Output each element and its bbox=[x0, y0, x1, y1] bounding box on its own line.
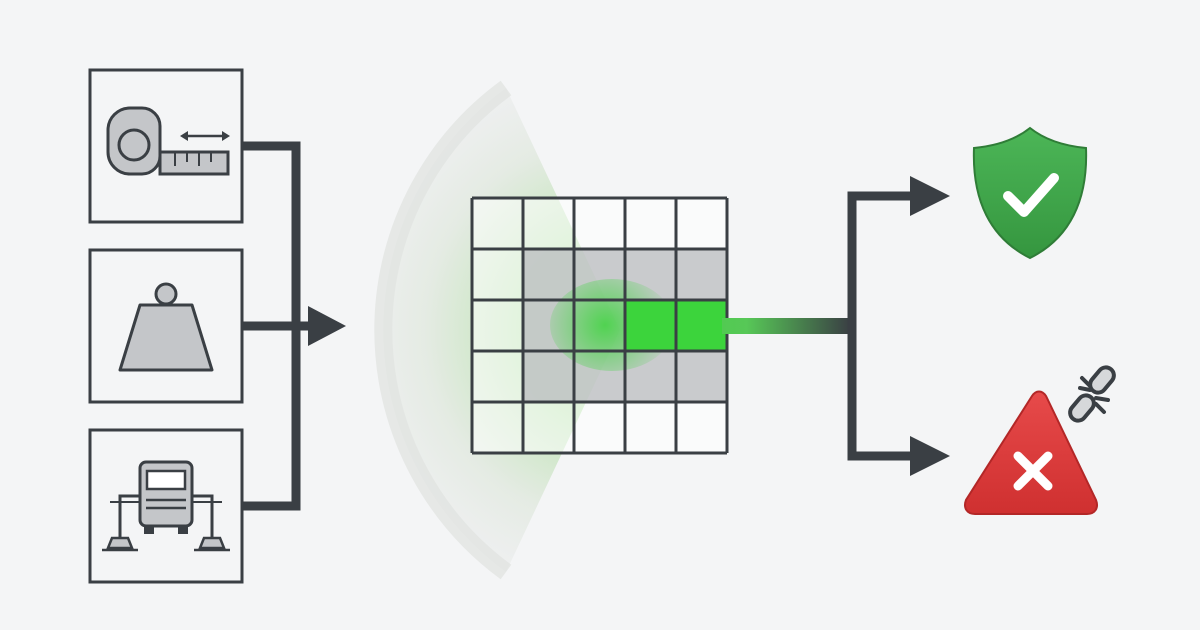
broken-chain-icon bbox=[1068, 365, 1116, 423]
input-box-truck bbox=[88, 428, 244, 584]
sensor-fan-rim bbox=[374, 80, 512, 580]
output-arrowhead-bottom bbox=[910, 436, 950, 476]
grid-cell bbox=[472, 300, 523, 351]
input-arrowhead bbox=[308, 306, 346, 346]
grid-cell bbox=[625, 402, 676, 453]
grid-lines bbox=[470, 196, 729, 455]
grid-cell bbox=[625, 198, 676, 249]
tape-measure-icon bbox=[106, 106, 230, 176]
grid-cell bbox=[523, 402, 574, 453]
grid-cell bbox=[523, 351, 574, 402]
input-connectors bbox=[242, 141, 310, 511]
grid-cell bbox=[676, 249, 727, 300]
input-box-measure bbox=[88, 68, 244, 224]
grid-cell bbox=[676, 198, 727, 249]
grid-cell bbox=[574, 198, 625, 249]
input-box-weight bbox=[88, 248, 244, 404]
grid-cell bbox=[472, 198, 523, 249]
grid-cell bbox=[574, 402, 625, 453]
warning-x-icon bbox=[964, 390, 1098, 515]
grid-cell bbox=[676, 402, 727, 453]
grid-cell bbox=[676, 351, 727, 402]
output-arrowhead-top bbox=[910, 176, 950, 216]
grid-cell-highlighted bbox=[676, 300, 727, 351]
shield-check-icon bbox=[972, 126, 1088, 260]
weight-icon bbox=[118, 282, 214, 372]
signal-beam bbox=[722, 318, 854, 334]
highlight-glow bbox=[550, 279, 674, 371]
grid-cell bbox=[523, 198, 574, 249]
truck-outrigger-icon bbox=[102, 460, 230, 552]
grid-cell bbox=[472, 249, 523, 300]
grid-cell bbox=[472, 351, 523, 402]
grid-cell bbox=[472, 402, 523, 453]
grid-cell bbox=[523, 249, 574, 300]
output-connectors bbox=[847, 191, 914, 461]
